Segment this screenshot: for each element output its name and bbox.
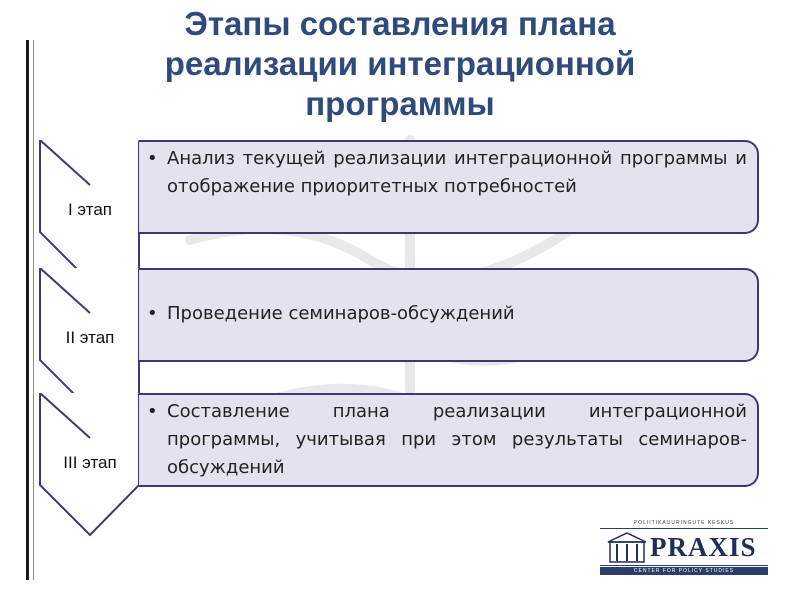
slide-title: Этапы составления плана реализации интег… [164,5,636,122]
stage-3-label: III этап [63,453,117,472]
left-border-line [26,40,29,580]
stage-3-description: • Составление плана реализации интеграци… [147,398,747,482]
stage-1-box: • Анализ текущей реализации интеграционн… [139,140,759,234]
left-border-thin-line [33,40,34,580]
logo-wordmark: PRAXIS [650,532,757,562]
stage-3: III этап • Составление плана реализации … [0,393,800,538]
bullet-point: • [147,401,158,422]
praxis-logo: POLIITIKAUURINGUTE KESKUS PRAXIS CENTER … [600,520,768,578]
logo-top-text: POLIITIKAUURINGUTE KESKUS [633,520,735,526]
stage-3-chevron [39,393,140,537]
stage-2-text: Проведение семинаров-обсуждений [167,303,515,324]
logo-bottom-text: CENTER FOR POLICY STUDIES [600,567,768,575]
stage-2-label: II этап [65,328,115,347]
stage-1-text: Анализ текущей реализации интеграционной… [167,148,747,197]
bullet-point: • [147,303,158,324]
logo-divider [600,565,768,566]
logo-divider [600,528,768,529]
stage-1: I этап • Анализ текущей реализации интег… [0,140,800,285]
stage-2-description: • Проведение семинаров-обсуждений [147,300,747,328]
stage-2: II этап • Проведение семинаров-обсуждени… [0,268,800,413]
building-emblem-icon [607,532,647,563]
stage-1-label: I этап [67,200,112,219]
stage-3-box: • Составление плана реализации интеграци… [139,393,759,487]
stage-1-description: • Анализ текущей реализации интеграционн… [147,145,747,201]
bullet-point: • [147,148,158,169]
stage-3-text: Составление плана реализации интеграцион… [167,401,747,478]
stage-2-box: • Проведение семинаров-обсуждений [139,268,759,362]
